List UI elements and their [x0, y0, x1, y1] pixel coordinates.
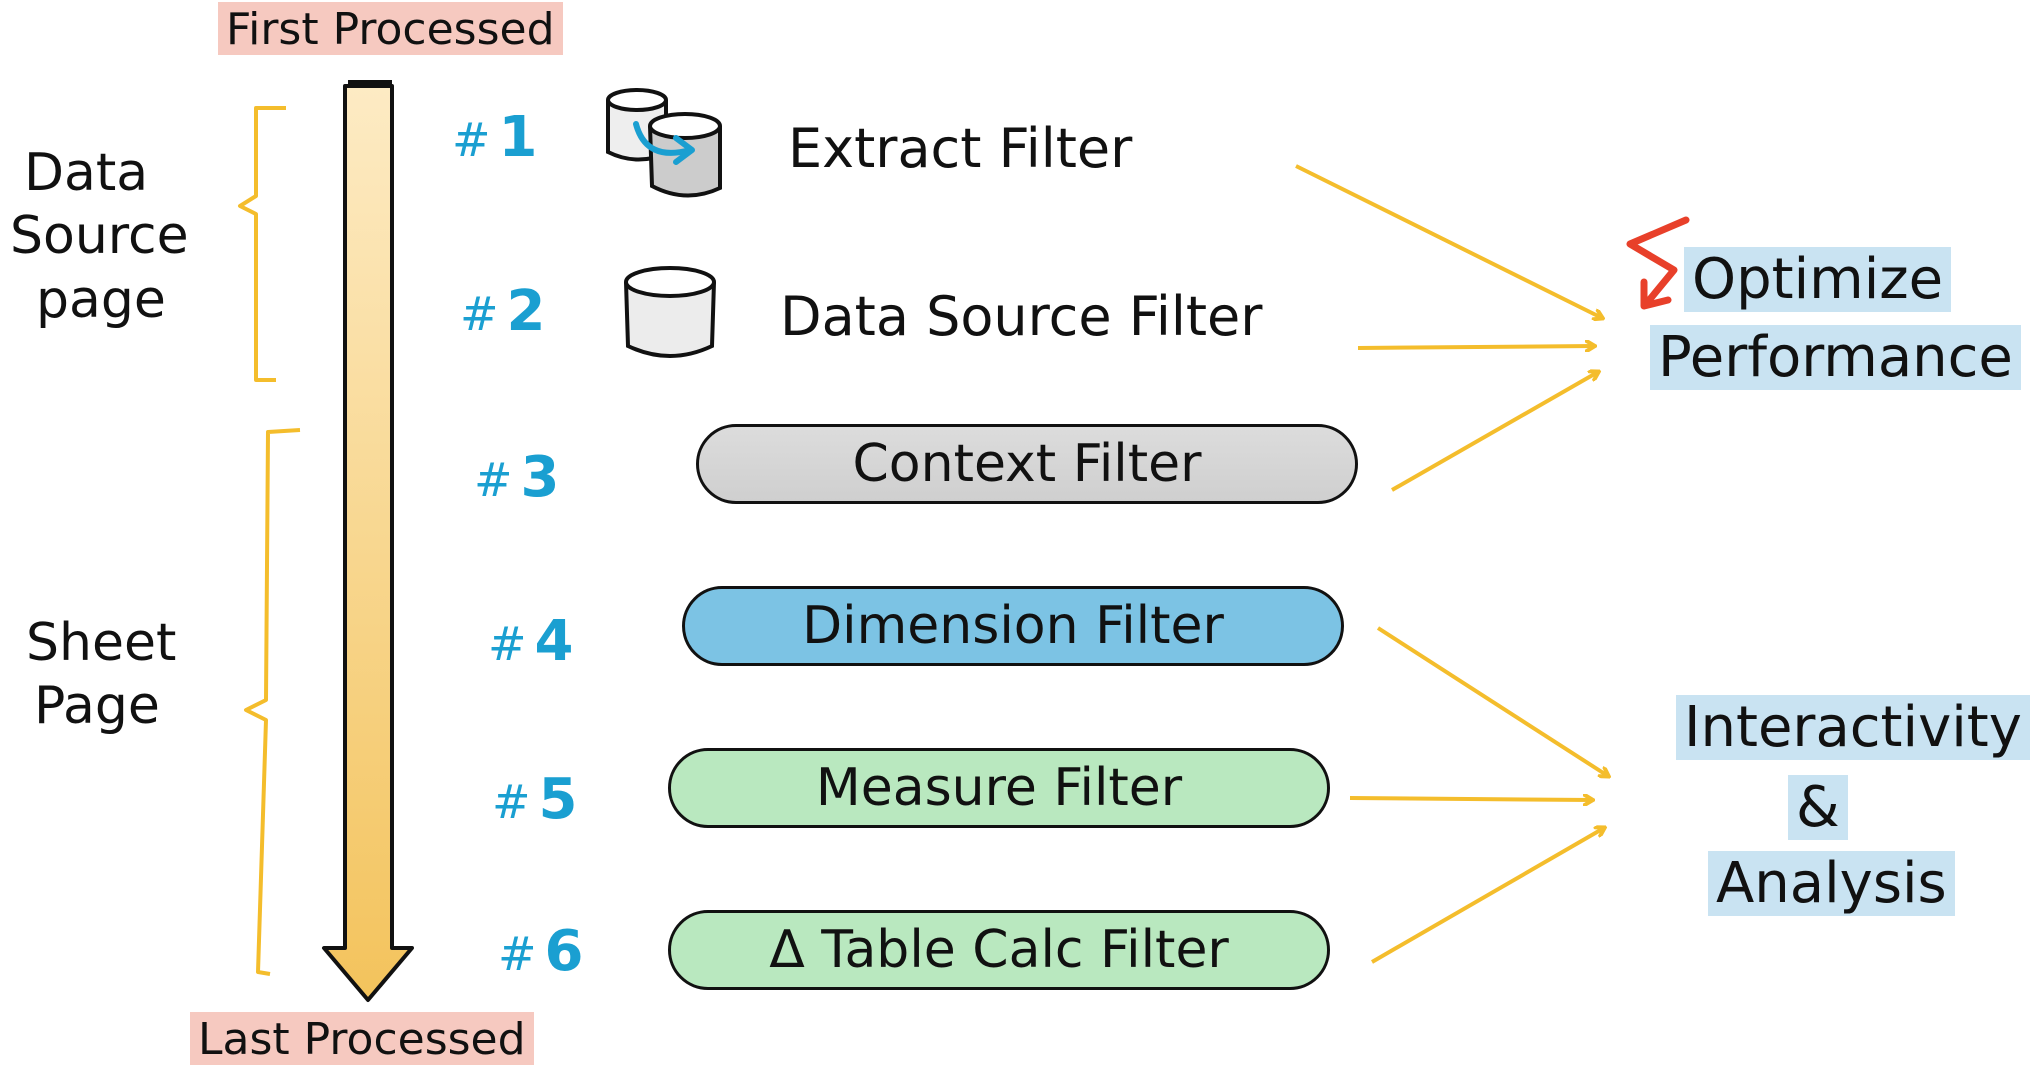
- interactivity-label: Interactivity: [1676, 695, 2030, 760]
- analysis-label: Analysis: [1708, 851, 1955, 916]
- context-filter-pill: Context Filter: [696, 424, 1358, 504]
- extract-filter-label: Extract Filter: [788, 117, 1133, 180]
- performance-label: Performance: [1650, 325, 2021, 390]
- filter-number-4: #4: [488, 609, 574, 674]
- measure-filter-label: Measure Filter: [815, 758, 1183, 818]
- filter-number-2: #2: [460, 279, 546, 344]
- database-extract-icon: [606, 88, 722, 198]
- filter-number-5: #5: [492, 767, 578, 832]
- dimension-filter-label: Dimension Filter: [802, 596, 1224, 656]
- dimension-filter-pill: Dimension Filter: [682, 586, 1344, 666]
- context-filter-label: Context Filter: [852, 434, 1202, 494]
- performance-arrows: [1295, 164, 1602, 492]
- filter-number-1: #1: [452, 105, 538, 170]
- table-calc-filter-label: Δ Table Calc Filter: [769, 920, 1229, 980]
- lightning-icon: [1626, 216, 1690, 310]
- data-source-bracket: [238, 106, 286, 382]
- database-icon: [624, 266, 716, 358]
- measure-filter-pill: Measure Filter: [668, 748, 1330, 828]
- ampersand-label: &: [1788, 775, 1848, 840]
- filter-number-6: #6: [498, 919, 584, 984]
- table-calc-filter-pill: Δ Table Calc Filter: [668, 910, 1330, 990]
- optimize-label: Optimize: [1684, 247, 1952, 312]
- interactivity-arrows: [1349, 626, 1608, 964]
- data-source-page-label: Data Source page: [10, 143, 189, 330]
- sheet-bracket: [244, 428, 301, 976]
- data-source-filter-label: Data Source Filter: [780, 285, 1263, 348]
- last-processed-label: Last Processed: [190, 1012, 534, 1065]
- filter-number-3: #3: [474, 445, 560, 510]
- timeline-arrow: [322, 80, 414, 1002]
- sheet-page-label: Sheet Page: [26, 613, 177, 737]
- first-processed-label: First Processed: [218, 2, 563, 55]
